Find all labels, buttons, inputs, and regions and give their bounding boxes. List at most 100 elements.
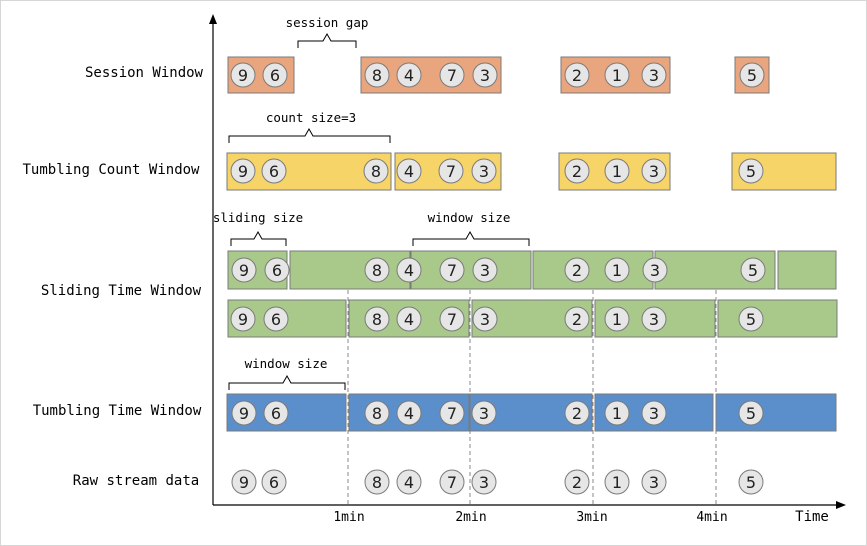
tumbling-window-size-label: window size [245,356,328,371]
session-gap-label: session gap [286,15,369,30]
sliding-bottom-event-8-circle [604,306,630,332]
tick-label-3min: 3min [576,510,607,525]
session-event-9-value: 3 [649,66,659,85]
sliding-top-event-2: 6 [264,257,290,283]
tumbling-event-2-circle [263,400,289,426]
count-size-brace [228,127,391,143]
sliding-bottom-event-9: 3 [641,306,667,332]
tumbling-window-size-brace [228,374,346,390]
session-event-4-circle [396,62,422,88]
tumbling-event-7: 2 [564,400,590,426]
raw-event-9: 3 [641,469,667,495]
tumbling-event-3-value: 8 [372,404,382,423]
tumbling-event-2: 6 [263,400,289,426]
count-event-8-value: 1 [612,162,622,181]
sliding-top-event-3-circle [364,257,390,283]
raw-event-4: 4 [396,469,422,495]
session-event-5-value: 7 [447,66,457,85]
raw-event-9-value: 3 [649,473,659,492]
count-event-10-circle [738,158,764,184]
count-event-7-circle [564,158,590,184]
tumbling-event-6: 3 [471,400,497,426]
sliding-bottom-event-4-value: 4 [404,310,414,329]
count-size-label: count size=3 [266,110,356,125]
count-event-4-circle [396,158,422,184]
sliding-top-event-8-value: 1 [612,261,622,280]
raw-event-2-circle [261,469,287,495]
sliding-bottom-event-7-circle [564,306,590,332]
sliding-bottom-event-1: 9 [230,306,256,332]
session-event-1: 9 [230,62,256,88]
raw-event-10-value: 5 [746,473,756,492]
sliding-top-event-4: 4 [396,257,422,283]
count-event-3-value: 8 [371,162,381,181]
tick-labels: 1min 2min 3min 4min Time [333,509,829,525]
sliding-bottom-event-4-circle [396,306,422,332]
count-event-6-circle [471,158,497,184]
count-event-4-value: 4 [404,162,414,181]
count-event-3-circle [363,158,389,184]
tumbling-event-6-value: 3 [479,404,489,423]
tick-label-2min: 2min [455,510,486,525]
tumbling-event-7-circle [564,400,590,426]
sliding-top-event-4-circle [396,257,422,283]
session-event-6: 3 [472,62,498,88]
tumbling-event-10-value: 5 [746,404,756,423]
tumbling-event-7-value: 2 [572,404,582,423]
sliding-top-event-7: 2 [564,257,590,283]
session-event-4: 4 [396,62,422,88]
row-label-tumbling-time: Tumbling Time Window [33,403,202,419]
sliding-bottom-event-10: 5 [738,306,764,332]
count-event-7-value: 2 [572,162,582,181]
session-event-5-circle [439,62,465,88]
sliding-bottom-event-2: 6 [263,306,289,332]
sliding-bottom-event-8-value: 1 [612,310,622,329]
tumbling-event-4-circle [396,400,422,426]
sliding-top-event-9: 3 [642,257,668,283]
sliding-top-event-4-value: 4 [404,261,414,280]
sliding-bottom-event-9-value: 3 [649,310,659,329]
count-event-9-value: 3 [649,162,659,181]
tumbling-event-5-circle [439,400,465,426]
raw-event-3-circle [364,469,390,495]
count-event-8: 1 [604,158,630,184]
raw-event-6-value: 3 [479,473,489,492]
sliding-top-event-10: 5 [740,257,766,283]
session-event-2: 6 [262,62,288,88]
row-label-tumbling-count: Tumbling Count Window [22,162,200,178]
row-label-sliding-time: Sliding Time Window [41,283,202,299]
row-label-raw: Raw stream data [73,473,199,489]
raw-event-5-circle [439,469,465,495]
session-event-1-circle [230,62,256,88]
tumbling-event-8-value: 1 [612,404,622,423]
session-event-8: 1 [604,62,630,88]
tumbling-event-10: 5 [738,400,764,426]
sliding-window-top-4 [532,250,654,290]
session-event-2-value: 6 [270,66,280,85]
row-label-session: Session Window [85,65,204,81]
sliding-top-event-6: 3 [472,257,498,283]
sliding-bottom-event-6-circle [472,306,498,332]
y-axis-arrow [209,14,217,24]
sliding-bottom-event-8: 1 [604,306,630,332]
count-event-5-value: 7 [446,162,456,181]
tumbling-event-1-circle [231,400,257,426]
session-event-7-circle [564,62,590,88]
x-axis-label: Time [795,509,829,525]
sliding-top-event-3: 8 [364,257,390,283]
tumbling-event-4: 4 [396,400,422,426]
count-event-8-circle [604,158,630,184]
raw-event-1-circle [231,469,257,495]
sliding-top-event-10-value: 5 [748,261,758,280]
count-event-1: 9 [230,158,256,184]
raw-event-10-circle [738,469,764,495]
tick-label-4min: 4min [696,510,727,525]
sliding-bottom-event-6: 3 [472,306,498,332]
tumbling-event-6-circle [471,400,497,426]
raw-event-8-value: 1 [612,473,622,492]
raw-event-7-circle [564,469,590,495]
sliding-bottom-event-4: 4 [396,306,422,332]
tumbling-event-8-circle [604,400,630,426]
